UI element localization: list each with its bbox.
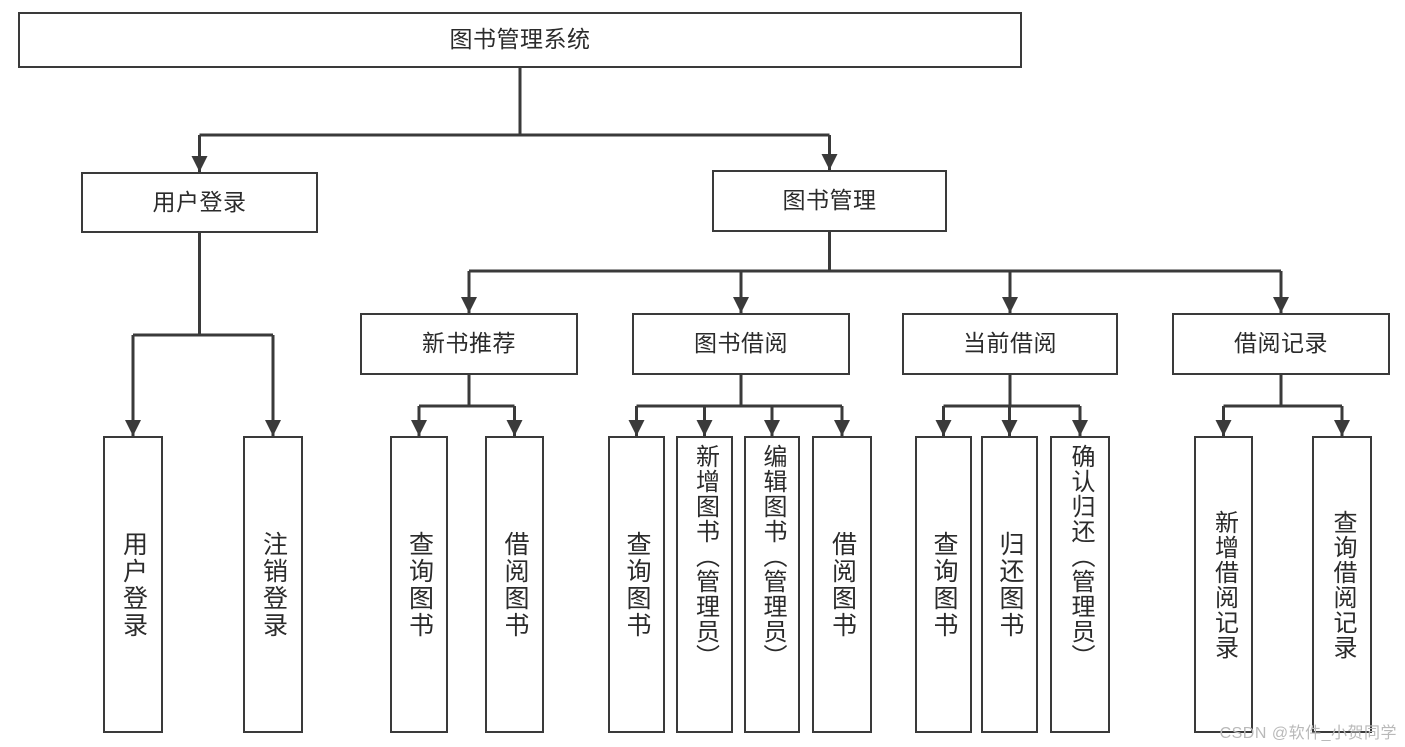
node-b-query[interactable]: 查询图书 bbox=[608, 436, 665, 733]
node-l-logout[interactable]: 注销登录 bbox=[243, 436, 303, 733]
node-b-edit[interactable]: 编辑图书（管理员） bbox=[744, 436, 800, 733]
node-label: 用户登录 bbox=[152, 188, 247, 215]
node-label: 查询图书 bbox=[623, 530, 651, 639]
node-c-query[interactable]: 查询图书 bbox=[915, 436, 972, 733]
node-n-borrow[interactable]: 借阅图书 bbox=[485, 436, 544, 733]
node-label: 用户登录 bbox=[119, 530, 148, 639]
node-label: 图书借阅 bbox=[694, 330, 788, 357]
arrowhead-icon bbox=[411, 420, 427, 436]
node-newbook[interactable]: 新书推荐 bbox=[360, 313, 578, 375]
node-label: 查询借阅记录 bbox=[1329, 509, 1356, 660]
arrowhead-icon bbox=[1215, 420, 1232, 436]
node-label: 注销登录 bbox=[259, 530, 288, 639]
node-label: 图书管理 bbox=[782, 187, 877, 214]
node-label: 借阅记录 bbox=[1234, 330, 1328, 357]
arrowhead-icon bbox=[506, 420, 523, 436]
node-root[interactable]: 图书管理系统 bbox=[18, 12, 1022, 68]
node-label: 新增借阅记录 bbox=[1210, 509, 1238, 660]
node-label: 图书管理系统 bbox=[449, 26, 591, 53]
arrowhead-icon bbox=[1334, 420, 1350, 436]
node-c-confirm[interactable]: 确认归还（管理员） bbox=[1050, 436, 1110, 733]
node-label: 新增图书（管理员） bbox=[691, 444, 719, 669]
arrowhead-icon bbox=[628, 420, 645, 436]
arrowhead-icon bbox=[696, 420, 713, 436]
node-current[interactable]: 当前借阅 bbox=[902, 313, 1118, 375]
node-r-add[interactable]: 新增借阅记录 bbox=[1194, 436, 1253, 733]
node-label: 借阅图书 bbox=[501, 530, 529, 639]
node-label: 归还图书 bbox=[996, 530, 1024, 639]
node-label: 查询图书 bbox=[930, 530, 958, 639]
csdn-watermark: CSDN @软件_小贺同学 bbox=[1219, 725, 1397, 742]
node-login[interactable]: 用户登录 bbox=[81, 172, 318, 233]
node-records[interactable]: 借阅记录 bbox=[1172, 313, 1390, 375]
arrowhead-icon bbox=[821, 154, 838, 170]
node-borrow[interactable]: 图书借阅 bbox=[632, 313, 850, 375]
arrowhead-icon bbox=[125, 420, 141, 436]
arrowhead-icon bbox=[265, 420, 281, 436]
node-label: 编辑图书（管理员） bbox=[759, 444, 786, 669]
arrowhead-icon bbox=[834, 420, 850, 436]
arrowhead-icon bbox=[1072, 420, 1088, 436]
arrowhead-icon bbox=[1002, 297, 1018, 313]
arrowhead-icon bbox=[935, 420, 952, 436]
node-l-login[interactable]: 用户登录 bbox=[103, 436, 163, 733]
arrowhead-icon bbox=[733, 297, 749, 313]
node-label: 借阅图书 bbox=[828, 530, 857, 639]
arrowhead-icon bbox=[191, 156, 208, 172]
arrowhead-icon bbox=[1273, 297, 1289, 313]
node-bookmgmt[interactable]: 图书管理 bbox=[712, 170, 947, 232]
node-b-lend[interactable]: 借阅图书 bbox=[812, 436, 872, 733]
node-r-query[interactable]: 查询借阅记录 bbox=[1312, 436, 1372, 733]
arrowhead-icon bbox=[764, 420, 780, 436]
node-c-return[interactable]: 归还图书 bbox=[981, 436, 1038, 733]
node-label: 查询图书 bbox=[405, 530, 434, 639]
node-label: 新书推荐 bbox=[422, 330, 516, 357]
node-label: 确认归还（管理员） bbox=[1067, 444, 1094, 669]
node-b-add[interactable]: 新增图书（管理员） bbox=[676, 436, 733, 733]
arrowhead-icon bbox=[461, 297, 477, 313]
node-label: 当前借阅 bbox=[963, 330, 1057, 357]
node-n-query[interactable]: 查询图书 bbox=[390, 436, 448, 733]
arrowhead-icon bbox=[1001, 420, 1018, 436]
